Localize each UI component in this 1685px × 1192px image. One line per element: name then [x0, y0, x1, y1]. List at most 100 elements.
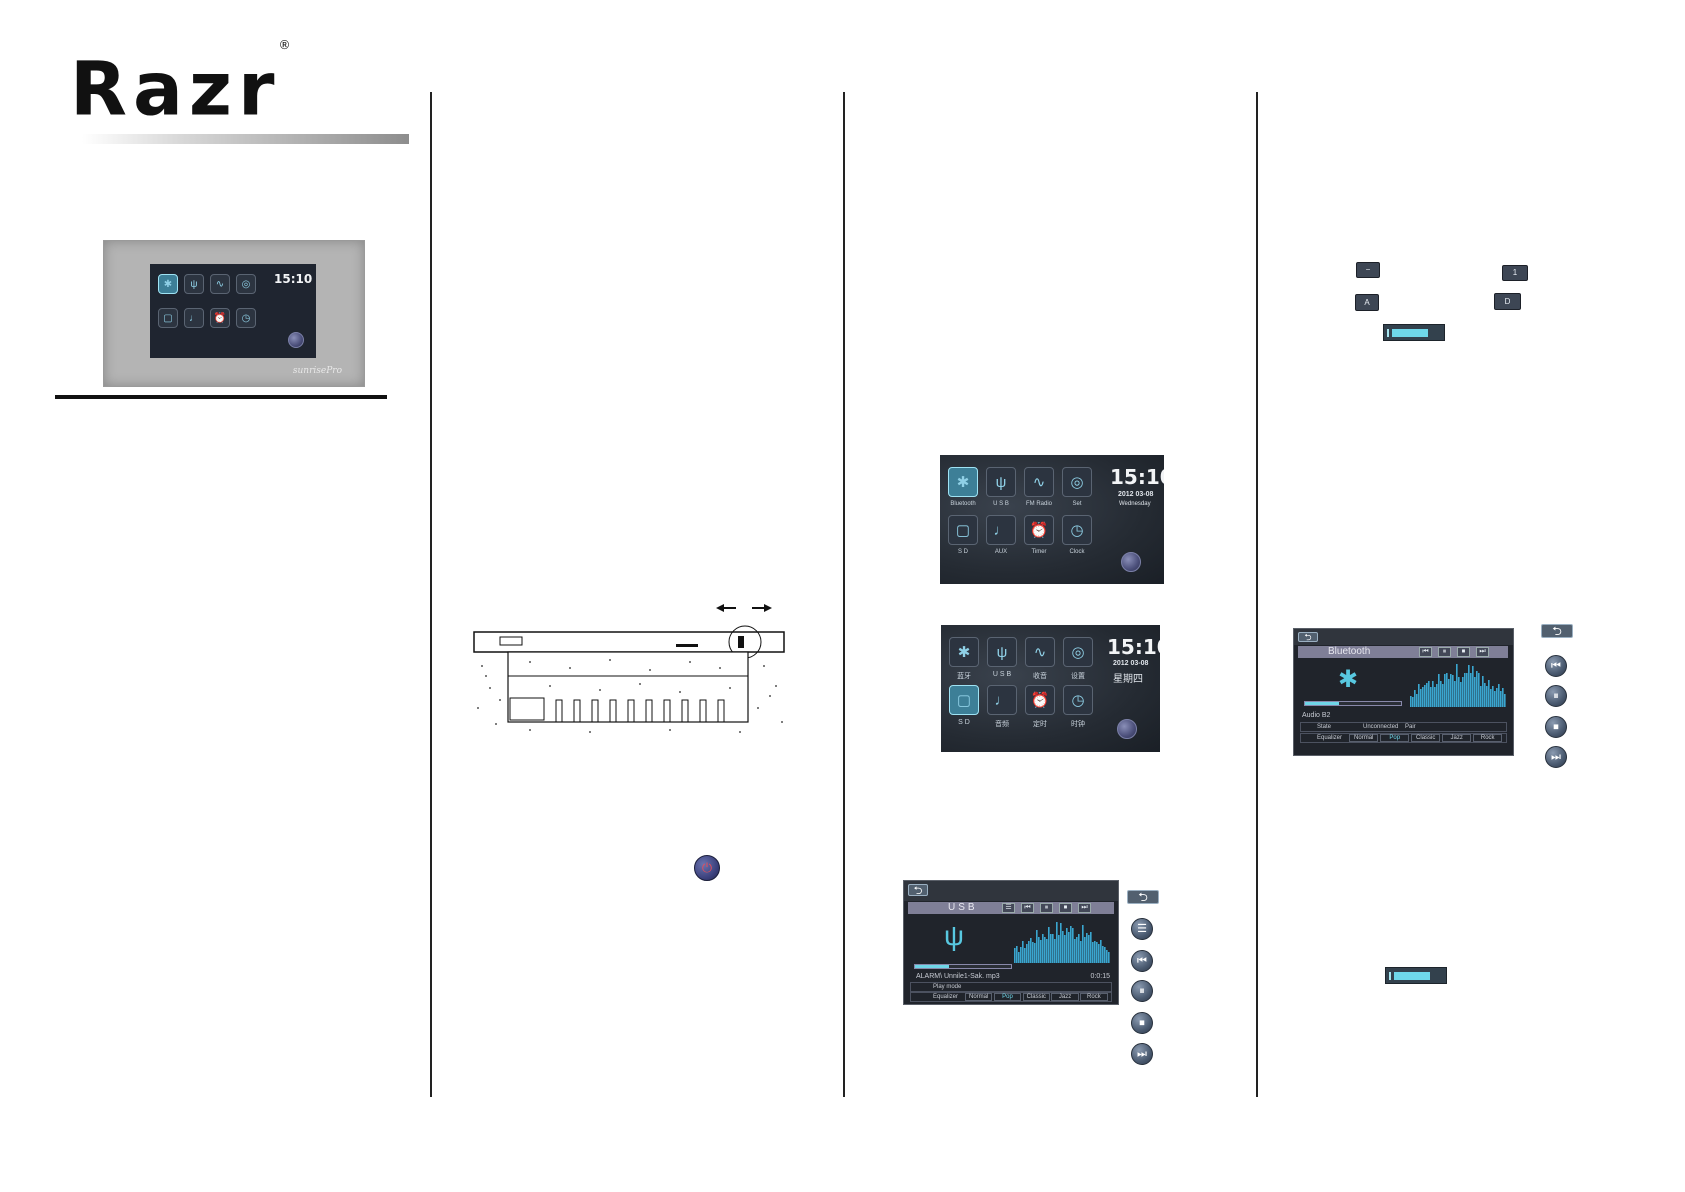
home-tile-radio-wave[interactable]: ∿FM Radio	[1024, 467, 1054, 507]
home-tile-bluetooth[interactable]: ✱Bluetooth	[948, 467, 978, 507]
spectrum-bar	[1442, 684, 1444, 707]
bt-pause-ctl[interactable]: ⏸	[1438, 647, 1451, 657]
bt-title: Bluetooth	[1328, 646, 1371, 657]
usb-back-button[interactable]: ⮌	[908, 884, 928, 897]
bt-player-screen: ⮌ Bluetooth ⏮ ⏸ ⏹ ⏭ ✱ Audio B2 State Unc…	[1293, 628, 1514, 756]
eq-option-pop[interactable]: Pop	[993, 993, 1022, 1001]
home-tile-aux[interactable]: ♩AUX	[986, 515, 1016, 555]
eq-option-pop[interactable]: Pop	[1380, 734, 1410, 742]
home-tile-sd-card[interactable]: ▢S D	[949, 685, 979, 726]
spectrum-bar	[1058, 935, 1060, 963]
eq-option-normal[interactable]: Normal	[965, 993, 993, 1001]
arrow-right-icon	[764, 604, 772, 612]
home-tile-label: 音频	[995, 721, 1009, 728]
spectrum-bar	[1500, 691, 1502, 707]
spectrum-bar	[1080, 941, 1082, 963]
arrow-left-icon	[716, 604, 724, 612]
bt-prev-ctl[interactable]: ⏮	[1419, 647, 1432, 657]
bt-pair-label: Pair	[1405, 724, 1416, 730]
home-tile-sd-card[interactable]: ▢S D	[948, 515, 978, 555]
spectrum-bar	[1436, 684, 1438, 707]
bt-stop-ctl[interactable]: ⏹	[1457, 647, 1470, 657]
clock-icon: ◷	[1070, 522, 1084, 539]
column-divider-2	[843, 92, 845, 1097]
usb-symbol-icon: ψ	[944, 920, 964, 951]
registered-mark: ®	[278, 38, 291, 52]
usb-progress-fill	[915, 965, 949, 968]
home-tile-label: U S B	[992, 671, 1012, 678]
eq-option-rock[interactable]: Rock	[1473, 734, 1503, 742]
spectrum-bar	[1476, 671, 1478, 707]
eq-option-rock[interactable]: Rock	[1080, 993, 1108, 1001]
eq-option-jazz[interactable]: Jazz	[1442, 734, 1472, 742]
home-tile-settings[interactable]: ◎设置	[1063, 637, 1093, 680]
usb-pause-ctl[interactable]: ⏸	[1040, 903, 1053, 913]
usb-progress-bar[interactable]	[914, 964, 1012, 969]
column1-rule	[55, 395, 387, 399]
home-weekday-en: Wednesday	[1119, 501, 1151, 507]
home-tile-clock[interactable]: ◷Clock	[1062, 515, 1092, 555]
home-tile-label: S D	[957, 549, 968, 555]
spectrum-bar	[1044, 937, 1046, 963]
eq-option-classic[interactable]: Classic	[1411, 734, 1441, 742]
legend-usb-next-icon: ⏭	[1131, 1043, 1153, 1065]
home-power-orb-cn[interactable]	[1117, 719, 1137, 739]
home-tile-label: FM Radio	[1025, 501, 1052, 507]
home-tile-alarm-clock[interactable]: ⏰定时	[1025, 685, 1055, 728]
home-tile-settings[interactable]: ◎Set	[1062, 467, 1092, 507]
spectrum-bar	[1496, 688, 1498, 707]
clock-icon: ◷	[1071, 692, 1085, 709]
home-power-orb-en[interactable]	[1121, 552, 1141, 572]
power-button[interactable]: ⏻	[694, 855, 720, 881]
bt-progress-bar[interactable]	[1304, 701, 1402, 706]
legend-bt-back-icon: ⮌	[1541, 624, 1573, 638]
bt-state-row: State Unconnected Pair	[1300, 722, 1507, 732]
spectrum-bar	[1416, 694, 1418, 707]
usb-next-ctl[interactable]: ⏭	[1078, 903, 1091, 913]
bt-next-ctl[interactable]: ⏭	[1476, 647, 1489, 657]
spectrum-bar	[1018, 952, 1020, 963]
spectrum-bar	[1048, 927, 1050, 963]
usb-list-ctl[interactable]: ☰	[1002, 903, 1015, 913]
alarm-clock-icon: ⏰	[1030, 692, 1050, 709]
spectrum-bar	[1504, 694, 1506, 707]
spectrum-bar	[1464, 673, 1466, 707]
eq-option-normal[interactable]: Normal	[1349, 734, 1379, 742]
home-tile-label: 时钟	[1071, 721, 1085, 728]
legend-usb-stop-icon: ⏹	[1131, 1012, 1153, 1034]
bt-back-button[interactable]: ⮌	[1298, 632, 1318, 642]
usb-playmode-label: Play mode	[933, 984, 962, 990]
eq-option-jazz[interactable]: Jazz	[1051, 993, 1079, 1001]
usb-prev-ctl[interactable]: ⏮	[1021, 903, 1034, 913]
legend-usb-pause-icon: ⏸	[1131, 980, 1153, 1002]
faceplate-notch	[676, 644, 698, 647]
spectrum-bar	[1050, 934, 1052, 963]
spectrum-bar	[1472, 666, 1474, 707]
column-divider-3	[1256, 92, 1258, 1097]
home-tile-radio-wave[interactable]: ∿收音	[1025, 637, 1055, 680]
device-tile-clock: ◷	[236, 308, 256, 328]
usb-icon: ψ	[995, 473, 1007, 491]
spectrum-bar	[1076, 937, 1078, 963]
home-tile-alarm-clock[interactable]: ⏰Timer	[1024, 515, 1054, 555]
spectrum-bar	[1024, 948, 1026, 963]
device-power-orb	[288, 332, 304, 348]
home-date-cn: 2012 03-08	[1113, 660, 1149, 667]
bluetooth-icon: ✱	[956, 474, 970, 491]
home-tile-aux[interactable]: ♩音频	[987, 685, 1017, 728]
home-tile-bluetooth[interactable]: ✱蓝牙	[949, 637, 979, 680]
spectrum-bar	[1042, 934, 1044, 963]
usb-elapsed: 0:0:15	[1090, 973, 1110, 980]
home-tile-clock[interactable]: ◷ 时钟	[1063, 685, 1093, 728]
spectrum-bar	[1432, 681, 1434, 707]
spectrum-bar	[1094, 941, 1096, 963]
eq-option-classic[interactable]: Classic	[1022, 993, 1050, 1001]
usb-stop-ctl[interactable]: ⏹	[1059, 903, 1072, 913]
spectrum-bar	[1026, 944, 1028, 963]
device-tile-set: ◎	[236, 274, 256, 294]
spectrum-bar	[1466, 673, 1468, 707]
spectrum-bar	[1482, 676, 1484, 707]
